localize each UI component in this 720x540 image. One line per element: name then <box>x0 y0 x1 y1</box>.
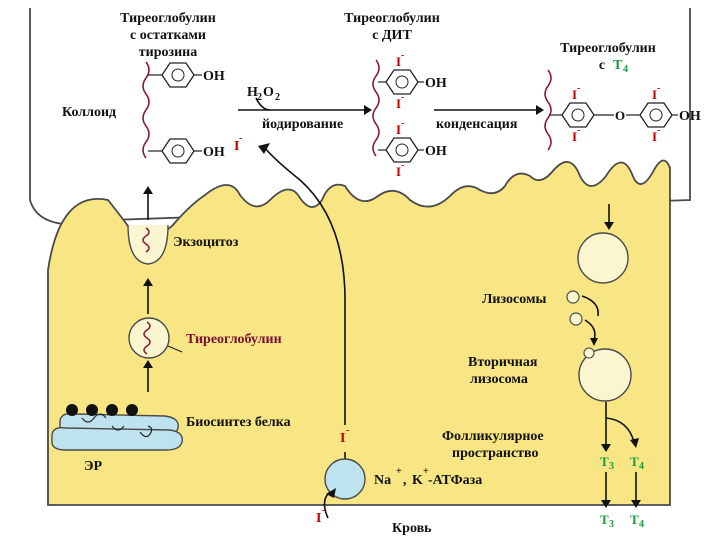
label-pump-plus: + <box>396 466 402 477</box>
label-h2o2-h: H <box>247 85 258 100</box>
label-tg-dit-1: Тиреоглобулин <box>344 11 440 26</box>
label-tg-tyrosine-2: с остатками <box>130 28 206 43</box>
label-t4-blood: T <box>630 512 639 527</box>
label-minus: - <box>577 125 580 136</box>
label-h2o2-sub2: 2 <box>275 92 280 103</box>
label-pump-k: K <box>412 473 423 488</box>
label-minus: - <box>401 50 404 61</box>
label-pump-plus: + <box>423 466 429 477</box>
label-pump-atpase: -АТФаза <box>428 473 482 488</box>
label-t4-sub: 4 <box>639 461 644 472</box>
label-tg-t4-2: с <box>599 58 605 73</box>
label-minus: - <box>401 160 404 171</box>
label-minus: - <box>346 425 349 436</box>
label-blood: Кровь <box>392 521 432 536</box>
label-minus: - <box>401 118 404 129</box>
label-iodide-intracellular: I <box>340 431 345 446</box>
label-iodine: I <box>396 164 401 179</box>
label-iodination: йодирование <box>262 117 343 132</box>
label-exocytosis: Экзоцитоз <box>173 235 239 250</box>
protein-chain-vesicle <box>143 321 151 355</box>
label-tg-tyrosine-3: тирозина <box>139 45 198 60</box>
label-t4-follicular: T <box>630 454 639 469</box>
label-oh: OH <box>203 69 225 84</box>
label-minus: - <box>657 83 660 94</box>
label-h2o2-sub: 2 <box>257 92 262 103</box>
label-secondary-lysosome-2: лизосома <box>470 372 528 387</box>
endocytic-vesicle <box>577 232 629 284</box>
label-pump-comma: , <box>403 473 407 488</box>
label-minus: - <box>239 133 242 144</box>
label-oh: OH <box>425 76 447 91</box>
label-lysosomes: Лизосомы <box>482 292 547 307</box>
label-iodine: I <box>652 129 657 144</box>
label-condensation: конденсация <box>436 117 518 132</box>
label-iodine: I <box>572 129 577 144</box>
protein-chain-exocytosis <box>142 227 150 253</box>
label-t4-symbol: T <box>613 58 623 73</box>
label-oh: OH <box>425 144 447 159</box>
label-colloid: Коллоид <box>62 105 116 120</box>
label-h2o2-o: O <box>263 85 274 100</box>
label-iodine: I <box>396 122 401 137</box>
thyrocyte-cell-body <box>47 159 671 506</box>
label-minus: - <box>577 83 580 94</box>
label-oh: OH <box>203 145 225 160</box>
label-iodine: I <box>652 87 657 102</box>
lysosome-arrow-1 <box>581 295 599 317</box>
label-t4-sub: 4 <box>623 64 628 75</box>
iodide-transport-arrow <box>264 147 346 425</box>
label-tg-dit-2: с ДИТ <box>372 28 412 43</box>
label-secondary-lysosome-1: Вторичная <box>468 355 538 370</box>
label-minus: - <box>322 505 325 516</box>
label-er: ЭР <box>84 459 102 474</box>
exocytosis-vesicle <box>127 224 169 265</box>
secondary-lysosome <box>578 348 632 402</box>
label-minus: - <box>657 125 660 136</box>
thyroglobulin-vesicle <box>128 317 170 359</box>
label-iodide: I <box>234 139 239 154</box>
lysosome-icon <box>566 290 580 304</box>
label-iodine: I <box>396 54 401 69</box>
label-oh: OH <box>679 109 701 124</box>
protein-chain-tyrosine <box>142 61 150 159</box>
label-iodine: I <box>572 87 577 102</box>
label-t3-sub: 3 <box>609 519 614 530</box>
lysosome-icon <box>569 312 583 326</box>
label-tg-t4-1: Тиреоглобулин <box>560 41 656 56</box>
label-tg-tyrosine-1: Тиреоглобулин <box>120 11 216 26</box>
thyroglobulin-pointer <box>167 345 183 353</box>
protein-chain-t4 <box>544 69 552 151</box>
ribosome-icon <box>66 404 138 416</box>
label-iodine: I <box>396 96 401 111</box>
label-minus: - <box>401 92 404 103</box>
h2o2-curve <box>255 97 271 111</box>
label-protein-synthesis: Биосинтез белка <box>186 415 291 430</box>
protein-chain-dit <box>372 59 380 157</box>
label-t3-follicular: T <box>600 454 609 469</box>
label-t3-blood: T <box>600 512 609 527</box>
label-t3-sub: 3 <box>609 461 614 472</box>
arrow-lysosome-t4 <box>605 417 635 443</box>
label-iodide-blood: I <box>316 511 321 526</box>
label-follicular-space-2: пространство <box>452 446 539 461</box>
label-thyroglobulin: Тиреоглобулин <box>186 332 282 347</box>
label-pump-na: Na <box>374 473 391 488</box>
er-membrane-icon <box>51 412 183 451</box>
label-follicular-space-1: Фолликулярное <box>442 429 544 444</box>
label-t4-sub: 4 <box>639 519 644 530</box>
label-o-bridge: O <box>615 108 625 123</box>
